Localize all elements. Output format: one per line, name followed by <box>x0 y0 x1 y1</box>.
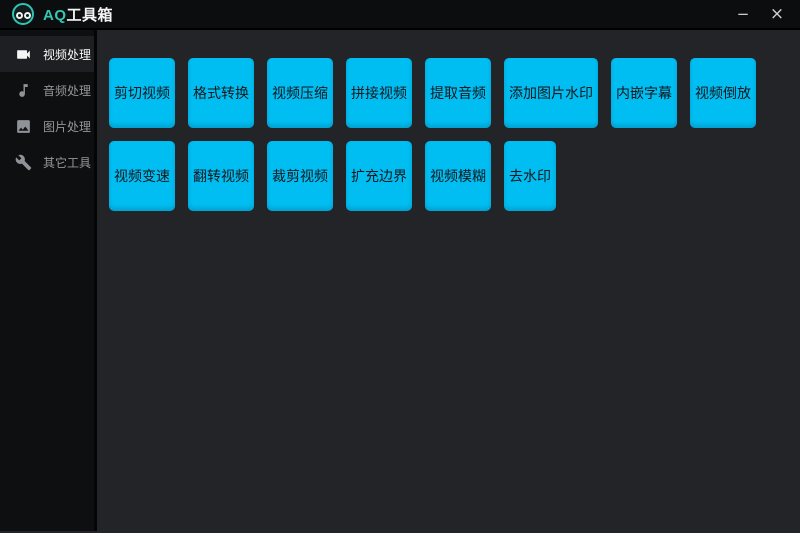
sidebar-item-image-processing[interactable]: 图片处理 <box>0 108 94 144</box>
minimize-button[interactable]: − <box>726 0 760 28</box>
titlebar: AQ工具箱 − × <box>0 0 800 30</box>
app-title: AQ工具箱 <box>43 4 113 25</box>
tool-button-flip-video[interactable]: 翻转视频 <box>188 141 254 211</box>
tool-button-video-speed[interactable]: 视频变速 <box>109 141 175 211</box>
sidebar-item-label: 其它工具 <box>43 155 92 170</box>
app-logo-owl-icon <box>12 3 34 25</box>
sidebar-item-label: 音频处理 <box>43 83 92 98</box>
window-controls: − × <box>726 0 800 28</box>
image-icon <box>17 119 30 133</box>
sidebar-item-other-tools[interactable]: 其它工具 <box>0 144 94 180</box>
sidebar-item-audio-processing[interactable]: 音频处理 <box>0 72 94 108</box>
tool-button-video-blur[interactable]: 视频模糊 <box>425 141 491 211</box>
tool-button-crop-video[interactable]: 裁剪视频 <box>267 141 333 211</box>
tool-button-concat-video[interactable]: 拼接视频 <box>346 58 412 128</box>
tool-button-format-convert[interactable]: 格式转换 <box>188 58 254 128</box>
tool-button-embed-subtitles[interactable]: 内嵌字幕 <box>611 58 677 128</box>
tool-grid: 剪切视频 格式转换 视频压缩 拼接视频 提取音频 添加图片水印 内嵌字幕 视频倒… <box>97 30 800 531</box>
video-camera-icon <box>17 49 30 59</box>
tool-button-extract-audio[interactable]: 提取音频 <box>425 58 491 128</box>
tool-button-expand-borders[interactable]: 扩充边界 <box>346 141 412 211</box>
sidebar-item-label: 视频处理 <box>43 47 92 62</box>
sidebar-item-label: 图片处理 <box>43 119 92 134</box>
music-note-icon <box>19 83 28 97</box>
tool-button-remove-watermark[interactable]: 去水印 <box>504 141 556 211</box>
tool-button-add-image-watermark[interactable]: 添加图片水印 <box>504 58 598 128</box>
tool-button-video-compress[interactable]: 视频压缩 <box>267 58 333 128</box>
tool-button-cut-video[interactable]: 剪切视频 <box>109 58 175 128</box>
tool-button-reverse-video[interactable]: 视频倒放 <box>690 58 756 128</box>
app-body: 视频处理 音频处理 图片处理 其它工具 剪切视频 格式转换 视频压缩 拼接视频 … <box>0 30 800 531</box>
close-button[interactable]: × <box>760 0 794 28</box>
wrench-icon <box>15 154 32 170</box>
app-title-accent: AQ <box>43 6 67 24</box>
app-title-rest: 工具箱 <box>66 6 114 24</box>
sidebar: 视频处理 音频处理 图片处理 其它工具 <box>0 30 97 531</box>
sidebar-item-video-processing[interactable]: 视频处理 <box>0 36 94 72</box>
